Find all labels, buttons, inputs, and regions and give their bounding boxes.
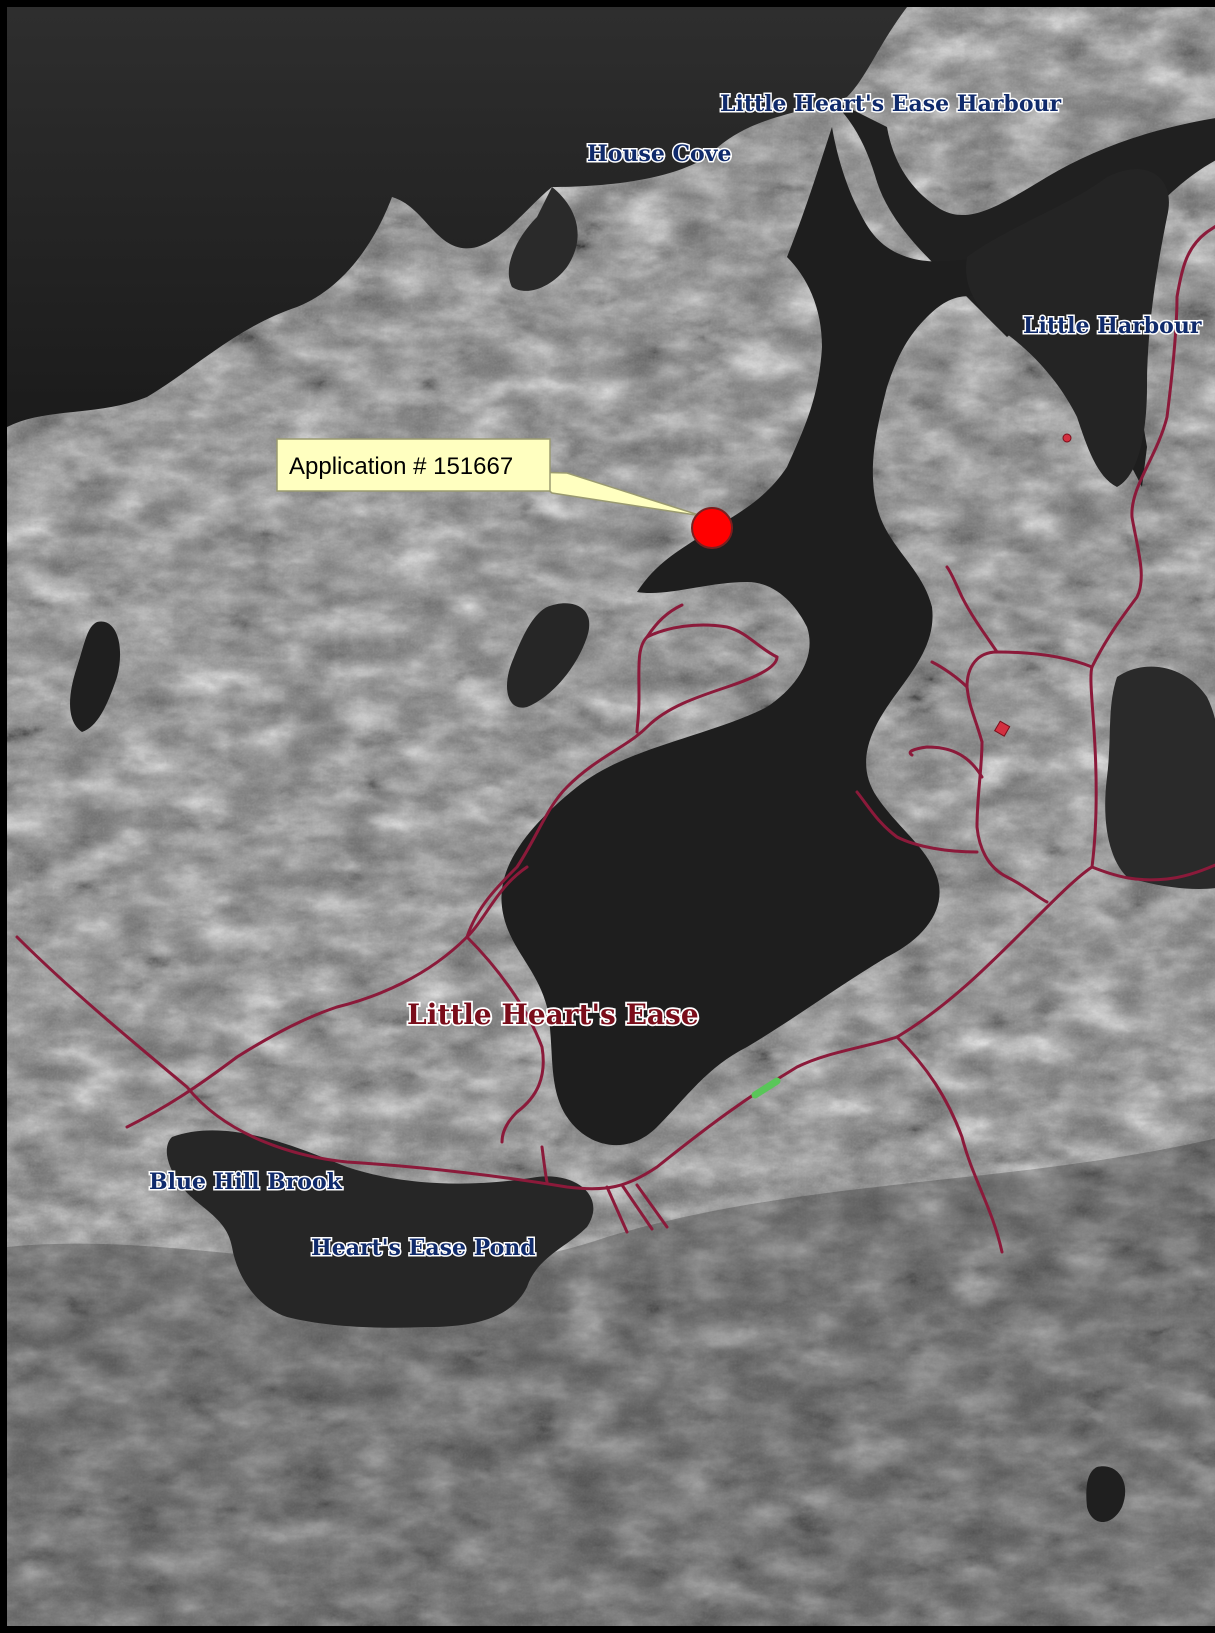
road-east-loop-south[interactable] — [855, 790, 979, 854]
callout-box — [276, 438, 551, 492]
road-pond-side[interactable] — [465, 935, 545, 1144]
right-pond — [1105, 666, 1215, 889]
callout-text: Application # 151667 — [289, 453, 513, 480]
label-house-cove: House Cove — [587, 141, 731, 167]
label-hearts-ease-pond: Heart's Ease Pond — [311, 1235, 536, 1261]
inland-pond-central — [507, 603, 590, 708]
road-west-loop[interactable] — [125, 865, 529, 1129]
road-east-short[interactable] — [930, 660, 969, 689]
hearts-ease-pond-water — [166, 1130, 594, 1328]
road-east-branch-west[interactable] — [975, 740, 1049, 904]
little-hearts-ease-harbour-water — [827, 97, 1215, 337]
application-marker[interactable] — [691, 507, 733, 549]
road-east-loop-west[interactable] — [908, 745, 984, 779]
forest-shade — [7, 1138, 1215, 1626]
road-east-south[interactable] — [895, 1035, 1004, 1254]
road-network — [15, 222, 1215, 1254]
label-blue-hill-brook: Blue Hill Brook — [149, 1169, 343, 1195]
label-little-hearts-ease: Little Heart's Ease — [407, 998, 699, 1031]
application-callout[interactable]: Application # 151667 — [276, 438, 703, 517]
label-little-harbour: Little Harbour — [1023, 313, 1202, 339]
road-small-spur[interactable] — [540, 1145, 549, 1184]
road-harbour-spur[interactable] — [645, 603, 684, 639]
harbour-channel — [501, 127, 1147, 1146]
parcel-marker-little-harbour[interactable] — [1062, 433, 1072, 443]
road-east-coast[interactable] — [1089, 222, 1215, 869]
map-canvas[interactable]: Application # 151667 Little Heart's Ease… — [7, 7, 1215, 1633]
green-highlight-segment — [751, 1077, 781, 1099]
road-south-spurs[interactable] — [605, 1183, 669, 1234]
road-main-highway[interactable] — [15, 865, 1094, 1191]
inland-pond-west — [70, 621, 121, 732]
inland-pond-south-east — [1086, 1466, 1126, 1522]
road-right-pond-shore[interactable] — [1090, 862, 1215, 882]
little-harbour-water — [966, 169, 1169, 487]
road-east-branch[interactable] — [965, 650, 1094, 744]
open-sea — [7, 7, 907, 427]
parcel-marker-east[interactable] — [993, 720, 1011, 737]
house-cove-water — [508, 187, 578, 291]
label-little-hearts-ease-harbour: Little Heart's Ease Harbour — [720, 91, 1061, 117]
road-east-branch-north[interactable] — [945, 565, 999, 654]
road-harbour-west[interactable] — [465, 655, 779, 939]
